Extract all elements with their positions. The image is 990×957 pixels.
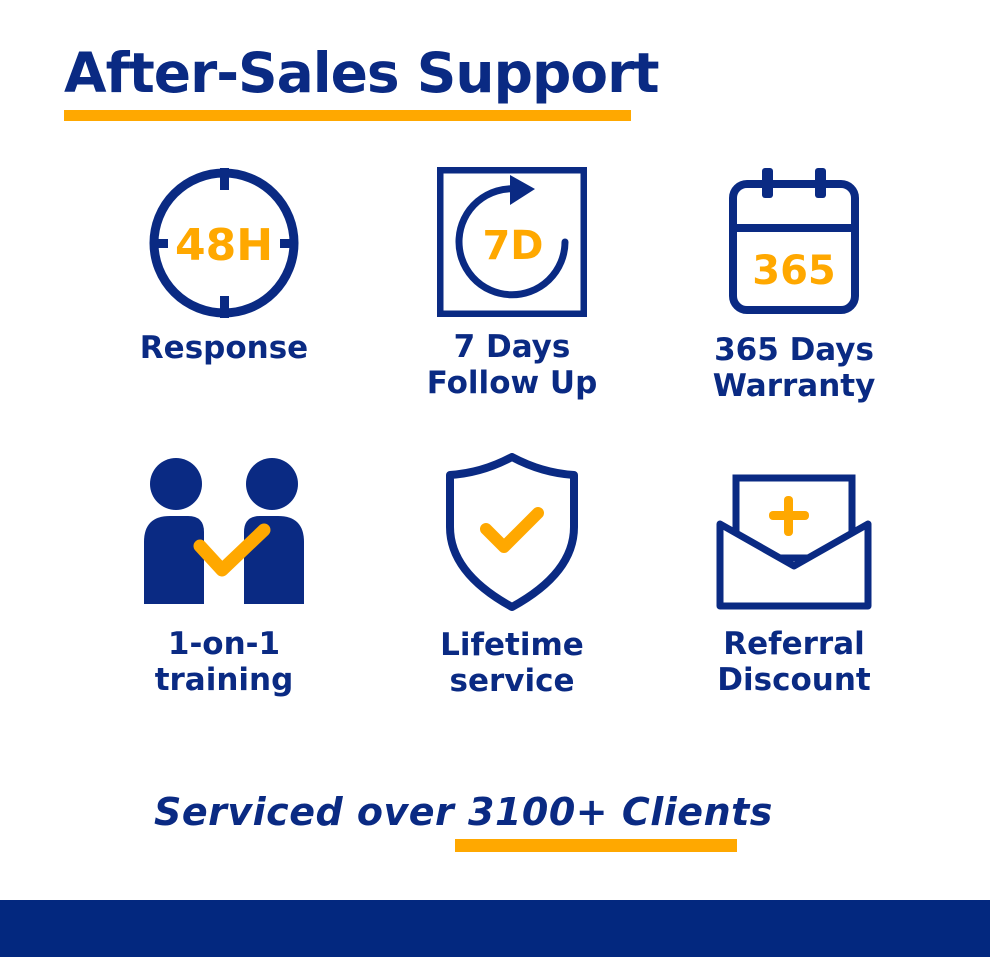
feature-label-line-1: Lifetime — [440, 627, 584, 663]
clients-tagline: Serviced over 3100+ Clients — [154, 790, 773, 834]
envelope-icon — [716, 474, 872, 610]
handshake-icon — [144, 458, 304, 604]
tagline-underline — [455, 839, 737, 852]
feature-follow-up: 7D 7 Days Follow Up — [382, 167, 642, 401]
title-underline — [64, 110, 631, 121]
feature-label-line-2: Warranty — [712, 368, 876, 404]
feature-label-line-1: 365 Days — [714, 332, 874, 368]
feature-label-line-1: 1-on-1 — [167, 626, 281, 662]
feature-response: 48H Response — [94, 168, 354, 366]
icon-text-365: 365 — [752, 248, 836, 294]
icon-text-7d: 7D — [482, 223, 543, 269]
feature-warranty: 365 365 Days Warranty — [664, 166, 924, 404]
feature-label: Response — [139, 330, 309, 366]
header: After-Sales Support — [64, 41, 660, 121]
shield-icon — [446, 453, 578, 611]
feature-label-line-2: service — [449, 663, 575, 699]
clock-icon: 48H — [149, 168, 299, 318]
bottom-bar — [0, 900, 990, 957]
tagline-highlight: 3100+ Clients — [468, 790, 773, 834]
feature-lifetime-service: Lifetime service — [382, 453, 642, 699]
feature-referral-discount: Referral Discount — [664, 472, 924, 698]
icon-text-48h: 48H — [175, 220, 273, 271]
refresh-icon: 7D — [437, 167, 587, 317]
tagline-prefix: Serviced over — [154, 790, 469, 834]
feature-training: 1-on-1 training — [94, 458, 354, 698]
page-title: After-Sales Support — [64, 41, 660, 105]
feature-label-line-1: Referral — [723, 626, 865, 662]
feature-label-line-1: 7 Days — [453, 329, 571, 365]
feature-label-line-2: Discount — [717, 662, 871, 698]
feature-label-line-2: training — [154, 662, 294, 698]
feature-label-line-2: Follow Up — [426, 365, 598, 401]
calendar-icon: 365 — [729, 168, 859, 314]
